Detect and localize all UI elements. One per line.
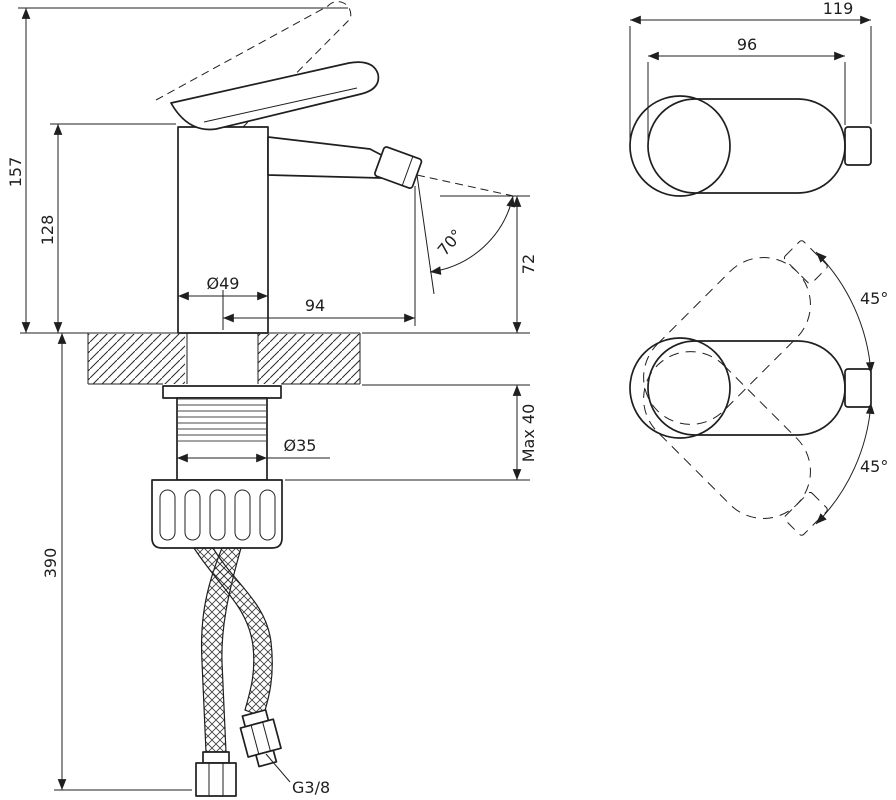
swivel-lower-label: 45° [860, 457, 888, 476]
deck-hatch-right [258, 334, 360, 384]
dim-spout-reach: 94 [222, 186, 416, 330]
side-view: 70° 157 128 390 Ø49 [6, 1, 538, 797]
faucet-body-outline [155, 1, 423, 334]
swivel-angle-dimensions: 45° 45° [815, 251, 888, 525]
top-view-swivel: 45° 45° [629, 240, 888, 536]
shank-through-deck [186, 333, 259, 384]
mounting-nut-ribs [159, 489, 276, 541]
swivel-arc-upper [815, 251, 875, 374]
mounting-deck [87, 332, 361, 385]
under-deck-assembly [151, 385, 283, 549]
shank-thread-texture [178, 399, 266, 445]
dim-total-length: 119 [629, 0, 872, 141]
deck-outline [87, 332, 361, 385]
dim-body-height: 128 [38, 123, 176, 333]
deck-hatch-left [88, 334, 185, 384]
spout-angle-label: 70° [434, 225, 467, 259]
swivel-arc-lower [815, 402, 875, 525]
aerator [374, 146, 423, 189]
lever-top-view-2 [647, 340, 846, 436]
dim-shank-diameter: Ø35 [177, 436, 330, 463]
base-diameter-label: Ø49 [207, 274, 240, 293]
spout-height-label: 72 [519, 254, 538, 274]
hose-length-label: 390 [41, 548, 60, 579]
handle-ghost-raised [155, 1, 352, 128]
spout [267, 136, 390, 179]
supply-hoses [192, 547, 282, 797]
lever-ghost-up [643, 240, 828, 425]
connection-thread-label: G3/8 [292, 778, 330, 797]
spout-reach-label: 94 [305, 296, 325, 315]
aerator-top-view-2 [844, 368, 872, 408]
hose-end-fitting-g38 [239, 709, 282, 768]
total-height-label: 157 [6, 157, 25, 188]
lever-ghost-down [643, 351, 828, 536]
swivel-upper-label: 45° [860, 289, 888, 308]
dim-body-length: 96 [647, 35, 846, 140]
top-view-upper: 119 96 [629, 0, 872, 197]
base-top-view [629, 95, 731, 197]
total-length-label: 119 [823, 0, 854, 18]
hose-end-fitting-bottom [195, 751, 237, 797]
lever-top-view [647, 98, 846, 194]
handle-lever [170, 61, 380, 131]
spray-angle-dimension: 70° [416, 174, 519, 295]
shank-diameter-label: Ø35 [284, 436, 317, 455]
handle-detail-line [203, 87, 358, 123]
body-height-label: 128 [38, 215, 57, 246]
dim-spout-height: 72 [362, 195, 538, 334]
base-top-view-2 [629, 337, 731, 439]
spout-axis-extension [416, 174, 519, 198]
angle-arc [429, 195, 515, 275]
dim-total-height: 157 [6, 7, 348, 334]
body-length-label: 96 [737, 35, 757, 54]
dim-hose-length: 390 [41, 333, 192, 791]
aerator-top-view [844, 126, 872, 166]
dim-max-deck-thickness: Max 40 [285, 384, 538, 481]
washer-plate [162, 385, 282, 399]
angle-leg-line [416, 174, 435, 295]
connection-thread-callout: G3/8 [265, 753, 330, 797]
max-deck-thickness-label: Max 40 [519, 404, 538, 463]
